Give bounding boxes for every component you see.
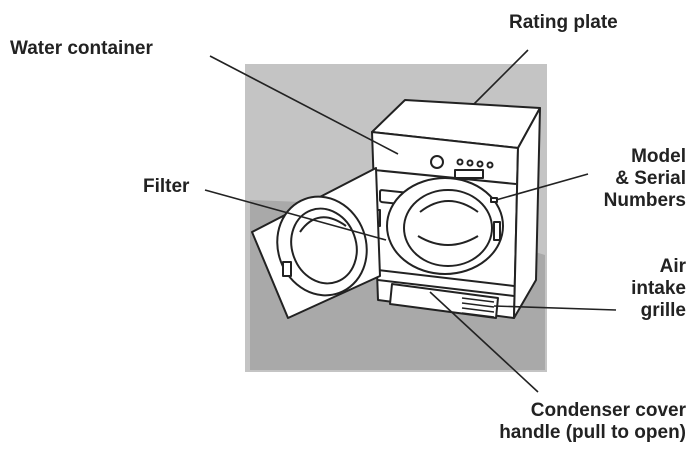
label-rating-plate: Rating plate bbox=[509, 12, 618, 33]
label-air-line3: grille bbox=[640, 300, 686, 321]
leader-filter bbox=[204, 189, 387, 241]
label-air-line1: Air bbox=[659, 256, 686, 277]
tumble-dryer bbox=[371, 99, 541, 319]
leader-air-intake bbox=[493, 305, 617, 311]
leader-lines bbox=[204, 49, 617, 393]
label-filter: Filter bbox=[143, 176, 190, 197]
label-water-container: Water container bbox=[10, 38, 153, 59]
leader-model-serial bbox=[495, 173, 589, 201]
label-condenser-line1: Condenser cover bbox=[530, 400, 686, 421]
label-model-line1: Model bbox=[631, 146, 686, 167]
label-condenser: Condenser cover handle (pull to open) bbox=[499, 400, 686, 444]
label-model-line3: Numbers bbox=[603, 190, 686, 211]
label-model-line2: & Serial bbox=[615, 168, 686, 189]
leader-condenser bbox=[429, 291, 539, 393]
label-air-intake: Air intake grille bbox=[631, 256, 686, 322]
leader-rating-plate bbox=[473, 49, 529, 105]
leader-water-container bbox=[209, 55, 399, 155]
label-condenser-line2: handle (pull to open) bbox=[499, 422, 686, 443]
label-air-line2: intake bbox=[631, 278, 686, 299]
label-model-serial: Model & Serial Numbers bbox=[604, 146, 686, 212]
